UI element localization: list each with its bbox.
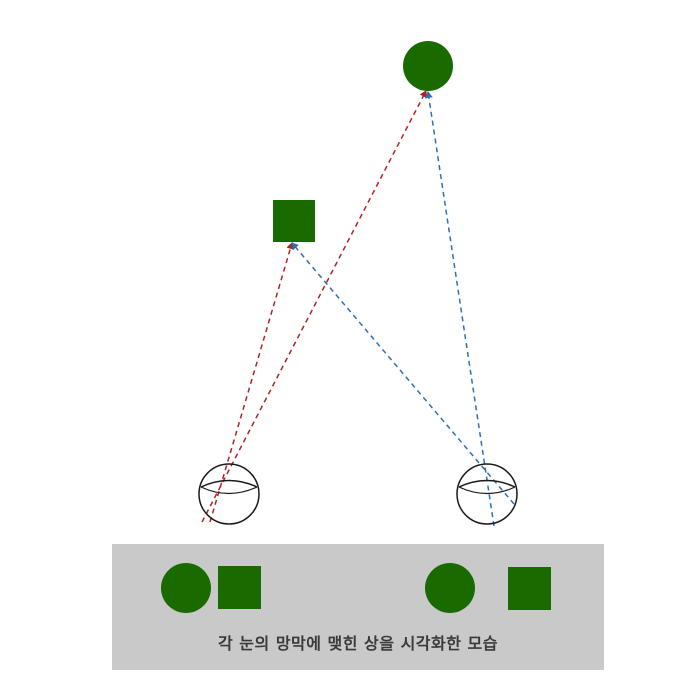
right-retina-circle [425, 563, 475, 613]
caption-text: 각 눈의 망막에 맺힌 상을 시각화한 모습 [218, 634, 498, 653]
left-retina-square [218, 566, 261, 609]
left-retina-circle [161, 563, 211, 613]
right-eye-ray-to-square [291, 242, 515, 505]
left-eye [198, 463, 260, 525]
right-eye-ray-to-circle [424, 91, 495, 527]
left-eye-ray-to-circle [201, 90, 427, 523]
far-circle-object [403, 41, 453, 91]
left-eye-ray-to-square [209, 242, 295, 523]
right-eye [456, 463, 518, 525]
near-square-object [273, 200, 315, 242]
right-retina-square [508, 567, 551, 610]
